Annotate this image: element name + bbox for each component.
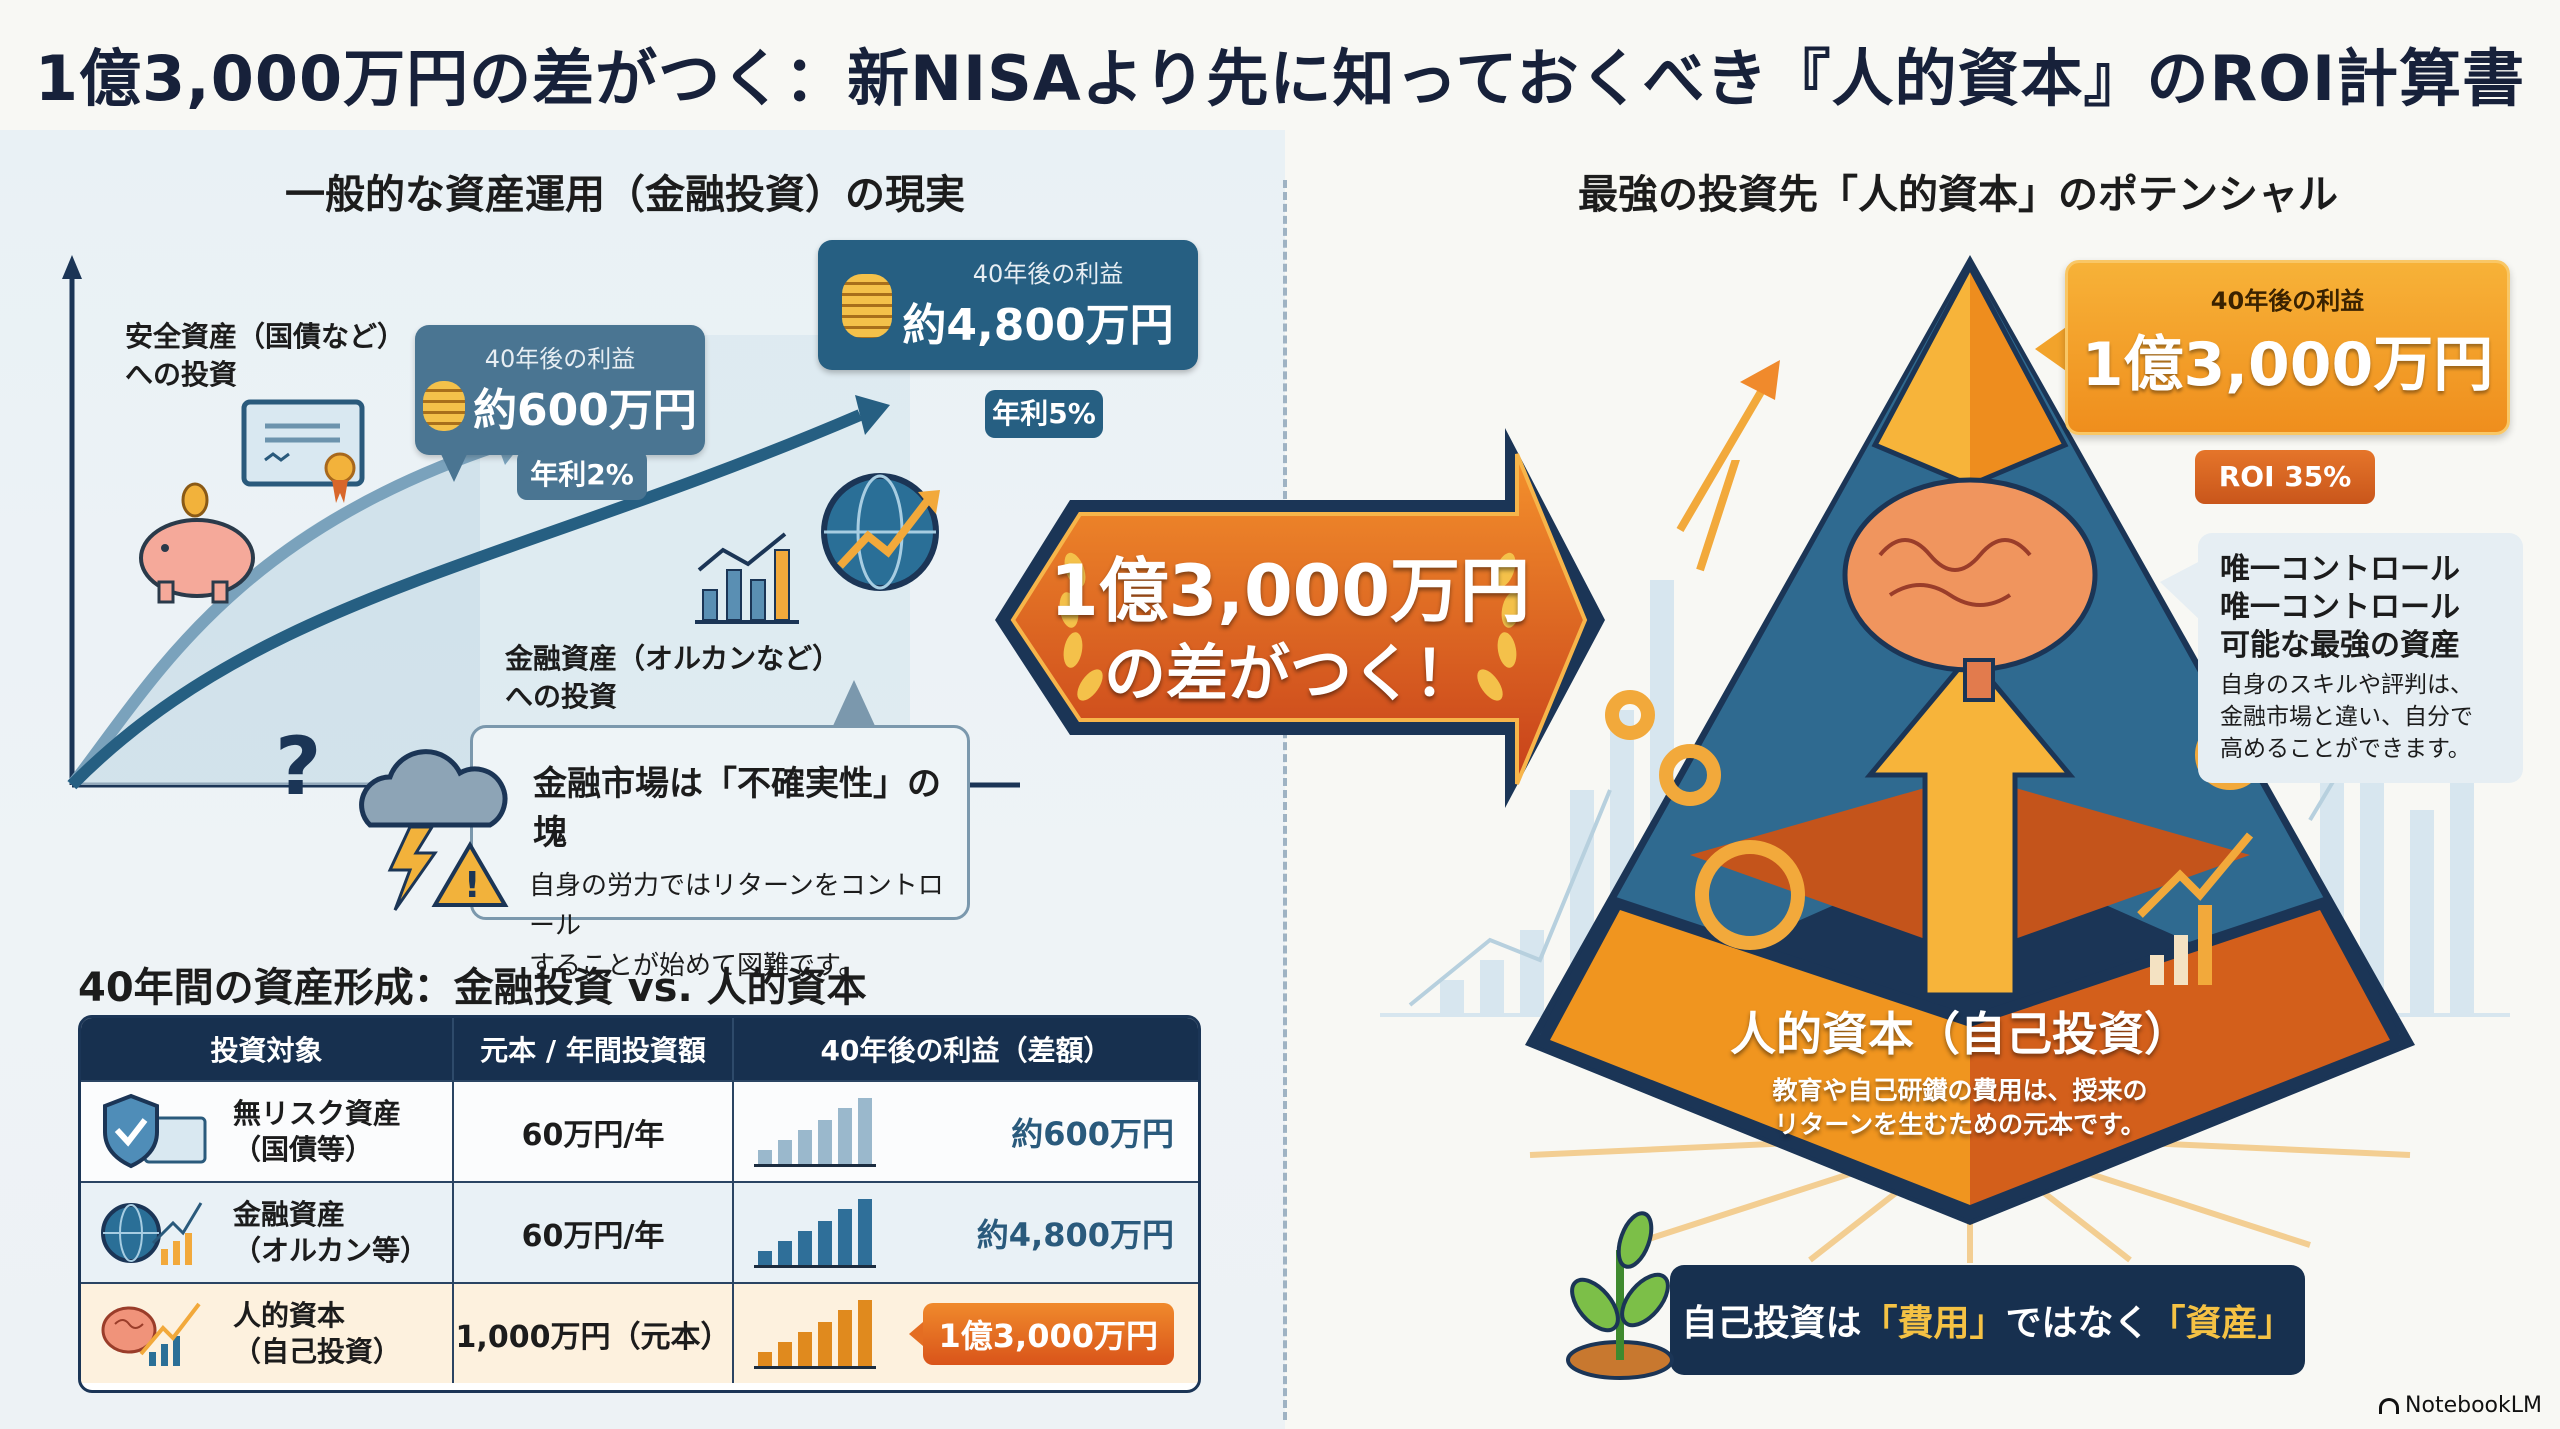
financial-asset-callout: 40年後の利益 約4,800万円 — [818, 240, 1198, 370]
rate-5-pill: 年利5% — [985, 390, 1103, 438]
table-row: 人的資本（自己投資） 1,000万円（元本） 1億3,000万円 — [81, 1282, 1198, 1383]
risk-pointer — [832, 680, 876, 728]
human-capital-pyramid — [1525, 255, 2415, 1263]
callout-pointer — [440, 452, 468, 482]
mini-bar-chart — [754, 1299, 876, 1369]
col-header-amount: 元本 / 年間投資額 — [454, 1018, 734, 1080]
main-title: 1億3,000万円の差がつく：新NISAより先に知っておくべき『人的資本』のRO… — [34, 42, 2526, 115]
shield-check-icon — [103, 1093, 207, 1168]
safe-asset-label: 安全資産（国債など） への投資 — [125, 320, 406, 391]
svg-text:!: ! — [464, 865, 480, 906]
brand-watermark: NotebookLM — [2379, 1393, 2542, 1418]
right-section-title: 最強の投資先「人的資本」のポテンシャル — [1578, 172, 2338, 218]
human-capital-callout: 40年後の利益 1億3,000万円 — [2065, 260, 2510, 435]
lightning-icon — [387, 825, 438, 911]
coin-stack-icon — [842, 274, 893, 338]
comparison-table: 投資対象 元本 / 年間投資額 40年後の利益（差額） 無リスク資産（国債等） … — [78, 1015, 1201, 1393]
table-row: 無リスク資産（国債等） 60万円/年 約600万円 — [81, 1080, 1198, 1181]
mini-bar-chart — [754, 1097, 876, 1167]
control-info-box: 唯一コントロール 唯一コントロール 可能な最強の資産 自身のスキルや評判は、 金… — [2198, 533, 2523, 783]
certificate-icon — [241, 399, 365, 503]
notebooklm-logo-icon — [2379, 1397, 2400, 1414]
central-up-arrow-icon — [1864, 651, 2076, 998]
slogan-banner: 自己投資は「費用」ではなく「資産」 — [1670, 1265, 2305, 1375]
financial-asset-label: 金融資産（オルカンなど） への投資 — [505, 642, 841, 713]
question-mark-icon: ? — [275, 720, 322, 813]
mini-chart-icon — [2137, 832, 2254, 985]
growth-arrow-icon — [1676, 360, 1780, 533]
safe-asset-callout: 40年後の利益 約600万円 — [415, 325, 705, 455]
highlight-result-badge: 1億3,000万円 — [908, 1302, 1174, 1365]
table-header: 投資対象 元本 / 年間投資額 40年後の利益（差額） — [81, 1018, 1198, 1080]
risk-callout: 金融市場は「不確実性」の塊 自身の労力ではリターンをコントロール することが始め… — [470, 725, 970, 981]
rate-2-pill: 年利2% — [517, 450, 647, 500]
globe-growth-icon — [101, 1201, 203, 1265]
brain-growth-icon — [101, 1302, 201, 1366]
pyramid-base-label: 人的資本（自己投資） 教育や自己研鑚の費用は、授来の リターンを生むための元本で… — [1730, 1007, 2190, 1139]
laurel-left-icon — [1059, 552, 1103, 701]
table-row: 金融資産（オルカン等） 60万円/年 約4,800万円 — [81, 1181, 1198, 1282]
globe-chart-icon — [821, 473, 940, 591]
info-pointer — [2160, 560, 2202, 622]
storm-cloud-icon: ! — [359, 749, 509, 911]
difference-arrow — [995, 428, 1605, 808]
mini-bar-chart — [754, 1198, 876, 1268]
callout-pointer — [2035, 325, 2069, 373]
coin-stack-icon — [423, 381, 466, 431]
col-header-target: 投資対象 — [81, 1018, 454, 1080]
sprout-icon — [1566, 1211, 1674, 1380]
piggy-bank-icon — [139, 482, 255, 604]
left-section-title: 一般的な資産運用（金融投資）の現実 — [285, 172, 965, 218]
roi-pill: ROI 35% — [2195, 450, 2375, 504]
brain-icon — [1842, 477, 2098, 702]
laurel-right-icon — [1477, 552, 1521, 701]
difference-label: 1億3,000万円 の差がつく！ — [1049, 550, 1531, 710]
bar-chart-icon — [695, 532, 799, 624]
table-title: 40年間の資産形成：金融投資 vs. 人的資本 — [78, 965, 867, 1011]
panel-divider — [1283, 180, 1287, 1420]
col-header-result: 40年後の利益（差額） — [820, 1034, 1112, 1067]
warning-icon — [431, 841, 509, 907]
